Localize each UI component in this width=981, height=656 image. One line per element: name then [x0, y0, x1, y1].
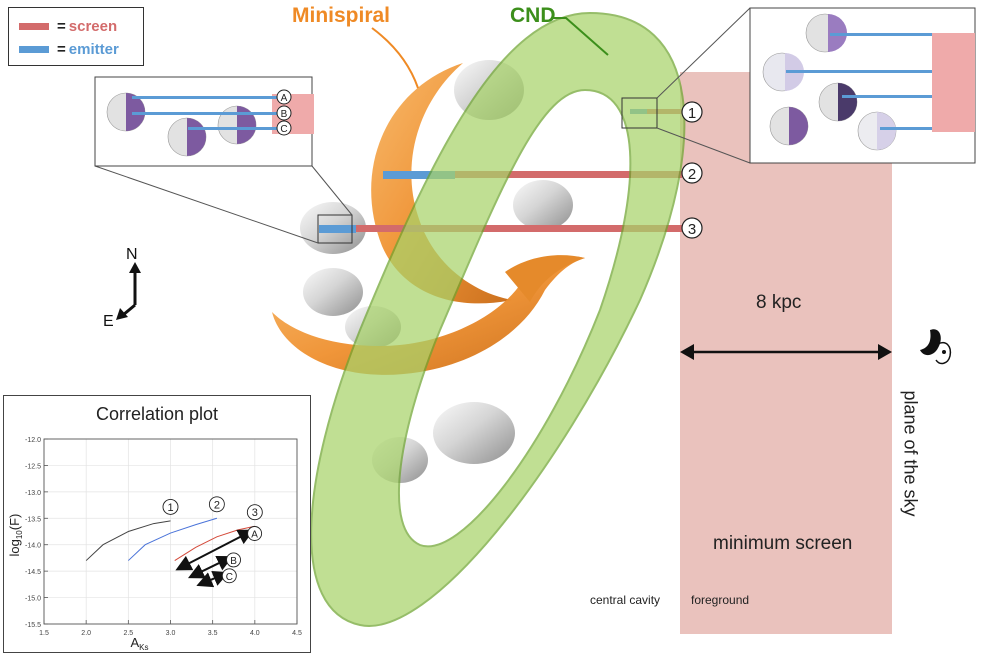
series-marker-3	[246, 504, 263, 521]
y-tick-label: -14.5	[25, 569, 41, 576]
legend-label-screen: screen	[68, 17, 118, 35]
foreground-label: foreground	[691, 593, 750, 607]
minimum-screen-label: minimum screen	[713, 533, 853, 554]
y-tick-label: -13.0	[25, 490, 41, 497]
y-tick-label: -12.5	[25, 463, 41, 470]
x-tick-label: 4.0	[250, 630, 260, 637]
y-axis-label: log10(F)	[7, 514, 24, 557]
emitter-swatch	[19, 45, 49, 53]
correlation-chart: 1.5 2.0 2.5 3.0 3.5 4.0 4.5 -12.0 -12.5 -13.0 -13.…	[7, 437, 302, 652]
left-inset: A B C	[94, 76, 314, 167]
series-marker-2	[208, 496, 225, 513]
x-axis-label: AKs	[131, 635, 149, 652]
screen-line-3	[355, 225, 682, 232]
north-label: N	[126, 246, 138, 263]
line-markers: 1 2 3	[681, 101, 703, 239]
series-line-3	[174, 525, 255, 561]
screen-line-2	[455, 171, 682, 178]
screen-swatch	[19, 22, 49, 30]
cloud	[433, 402, 515, 464]
emitter-marker-b: B	[281, 109, 288, 120]
emitter-line-3	[319, 225, 356, 233]
east-label: E	[103, 313, 114, 330]
compass	[116, 262, 141, 320]
arrow-marker-B	[226, 552, 241, 568]
distance-label: 8 kpc	[756, 292, 802, 313]
legend-item-screen: = screen	[19, 16, 117, 36]
series-marker-1	[162, 498, 179, 515]
series-line-2	[127, 517, 218, 561]
arrow-marker-C	[221, 568, 237, 584]
x-tick-label: 3.5	[208, 630, 218, 637]
legend-label-emitter: emitter	[68, 40, 119, 58]
right-inset	[749, 7, 976, 164]
cnd-ring	[310, 11, 686, 627]
series-label-1: 1	[167, 502, 173, 514]
observer-eye-icon	[920, 329, 952, 365]
line-marker-1: 1	[688, 105, 696, 122]
zoom-source-left	[317, 214, 353, 244]
emitter-marker-c: C	[280, 124, 287, 135]
central-cavity-label: central cavity	[590, 593, 661, 607]
legend-eq: =	[57, 40, 66, 58]
cloud	[303, 268, 363, 316]
legend: = screen = emitter	[8, 7, 144, 66]
x-tick-label: 4.5	[292, 630, 302, 637]
series-label-2: 2	[214, 499, 220, 511]
y-tick-label: -15.5	[25, 622, 41, 629]
legend-item-emitter: = emitter	[19, 39, 119, 59]
correlation-plot-panel: Correlation plot 1.5 2.0 2.5 3.0 3.5 4.0 4.5 -1…	[3, 395, 311, 653]
emitter-line-2	[383, 171, 455, 179]
minispiral-label: Minispiral	[292, 4, 391, 27]
y-tick-label: -14.0	[25, 543, 41, 550]
x-tick-label: 2.5	[123, 630, 133, 637]
series-line-1	[85, 520, 171, 561]
arrow-marker-A	[247, 526, 263, 541]
plane-of-sky-label: plane of the sky	[900, 390, 921, 517]
y-tick-label: -15.0	[25, 596, 41, 603]
series-label-3: 3	[252, 507, 258, 519]
line-marker-3: 3	[688, 221, 696, 238]
emitter-marker-a: A	[281, 93, 288, 104]
legend-eq: =	[57, 17, 66, 35]
distance-arrow	[680, 344, 892, 360]
y-tick-label: -12.0	[25, 437, 41, 444]
plot-frame	[43, 438, 298, 625]
y-tick-label: -13.5	[25, 516, 41, 523]
arrow-label-C: C	[226, 572, 233, 583]
arrow-label-A: A	[251, 530, 258, 541]
cnd-label: CND	[510, 4, 556, 27]
arrow-label-B: B	[230, 556, 237, 567]
arrow-C	[196, 571, 230, 588]
cloud	[513, 180, 573, 230]
x-tick-label: 3.0	[166, 630, 176, 637]
x-tick-label: 1.5	[39, 630, 49, 637]
line-marker-2: 2	[688, 166, 696, 183]
x-tick-label: 2.0	[81, 630, 91, 637]
chart-title: Correlation plot	[95, 404, 219, 424]
zoom-source-right	[621, 97, 658, 129]
